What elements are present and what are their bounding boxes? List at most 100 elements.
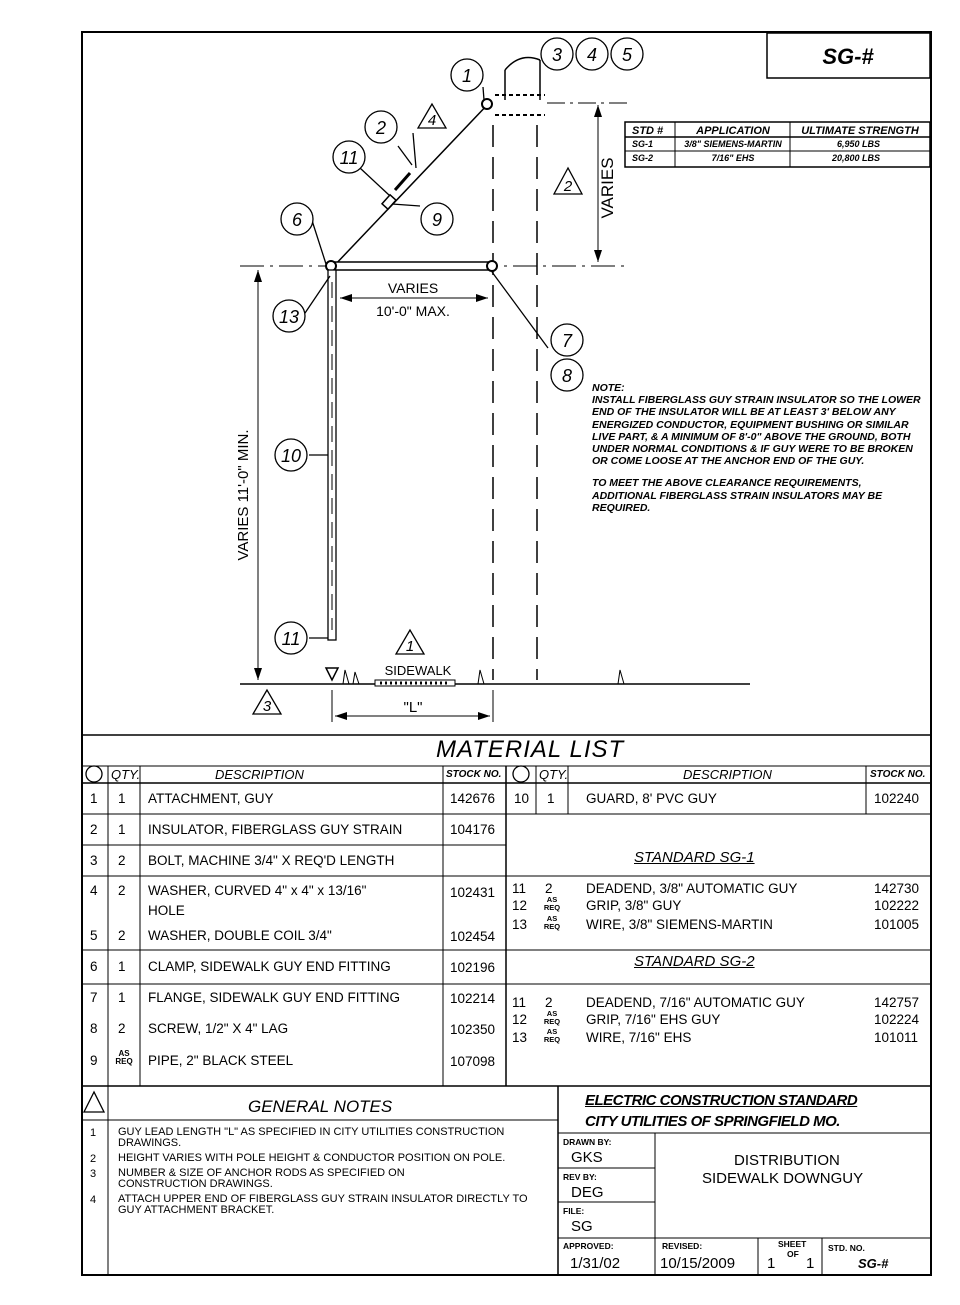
callout-6: 6 — [292, 210, 303, 230]
row-desc: SCREW, 1/2" X 4" LAG — [148, 1021, 289, 1036]
note-no: 3 — [90, 1168, 97, 1180]
arrow — [594, 250, 602, 262]
row-desc: WIRE, 3/8" SIEMENS-MARTIN — [586, 917, 773, 932]
row-qty: 2 — [118, 853, 126, 868]
row-desc: INSULATOR, FIBERGLASS GUY STRAIN — [148, 822, 403, 837]
approved: 1/31/02 — [570, 1255, 621, 1272]
row-stock: 102214 — [450, 991, 496, 1006]
row-desc: ATTACHMENT, GUY — [148, 791, 274, 806]
note-text: HEIGHT VARIES WITH POLE HEIGHT & CONDUCT… — [118, 1152, 506, 1164]
sg2-title: STANDARD SG-2 — [634, 953, 755, 970]
callout-13: 13 — [279, 307, 299, 327]
row-stock: 102240 — [874, 791, 920, 806]
header-stock: STOCK NO. — [446, 769, 502, 780]
rev-by: DEG — [571, 1184, 604, 1201]
header-stock-right: STOCK NO. — [870, 769, 926, 780]
row-desc: FLANGE, SIDEWALK GUY END FITTING — [148, 990, 401, 1005]
callout-7: 7 — [562, 331, 573, 351]
sheet-title: SG-# — [822, 44, 874, 69]
length-label: "L" — [404, 699, 423, 716]
material-list-grid — [81, 734, 930, 1087]
row-qty: 1 — [118, 990, 126, 1005]
callout-9: 9 — [432, 210, 442, 230]
revised: 10/15/2009 — [660, 1255, 736, 1272]
strength-cell: 7/16" EHS — [712, 153, 755, 163]
callout-11b: 11 — [282, 629, 301, 649]
row-no: 2 — [90, 822, 98, 837]
note-no: 4 — [90, 1194, 97, 1206]
std-no-label: STD. NO. — [828, 1243, 865, 1253]
row-qty: AS REQ — [543, 895, 561, 912]
row-qty: 2 — [118, 928, 126, 943]
strength-cell: 3/8" SIEMENS-MARTIN — [684, 139, 782, 149]
dim-varies-vertical: VARIES — [598, 157, 617, 218]
sidewalk-label: SIDEWALK — [385, 663, 452, 678]
row-no: 13 — [512, 917, 528, 932]
row-desc: WIRE, 7/16" EHS — [586, 1030, 692, 1045]
sheet-no: 1 — [767, 1255, 776, 1272]
row-qty: 1 — [118, 959, 126, 974]
row-stock: 102222 — [874, 898, 920, 913]
general-notes-title: GENERAL NOTES — [248, 1097, 393, 1116]
strain-insulator — [393, 172, 412, 191]
row-no: 12 — [512, 1012, 528, 1027]
callout-5: 5 — [622, 45, 633, 65]
row-desc: DEADEND, 3/8" AUTOMATIC GUY — [586, 881, 798, 896]
sheet-label: SHEET — [778, 1239, 807, 1249]
note-para-1: INSTALL FIBERGLASS GUY STRAIN INSULATOR … — [592, 394, 921, 468]
row-stock: 142730 — [874, 881, 920, 896]
header-description: DESCRIPTION — [215, 767, 304, 782]
row-desc: DEADEND, 7/16" AUTOMATIC GUY — [586, 995, 805, 1010]
triangle-callout-2: 2 — [563, 178, 573, 195]
row-qty: 2 — [118, 1021, 126, 1036]
arrow — [340, 294, 352, 302]
row-desc: CLAMP, SIDEWALK GUY END FITTING — [148, 959, 391, 974]
row-desc: BOLT, MACHINE 3/4" X REQ'D LENGTH — [148, 853, 395, 868]
row-stock: 142757 — [874, 995, 920, 1010]
arrow — [594, 105, 602, 117]
arrow — [335, 712, 347, 720]
material-list-title: MATERIAL LIST — [436, 736, 625, 763]
std-no: SG-# — [858, 1256, 889, 1271]
drawn-by: GKS — [571, 1149, 603, 1166]
strength-head-app: APPLICATION — [695, 125, 771, 137]
row-no: 5 — [90, 928, 98, 943]
triangle-callout-1: 1 — [406, 638, 414, 655]
dim-varies-horizontal: VARIES — [388, 280, 438, 296]
callout-4: 4 — [587, 45, 597, 65]
anchor-fitting — [324, 667, 340, 682]
note-no: 1 — [90, 1127, 97, 1139]
row-no: 12 — [512, 898, 528, 913]
arrow — [254, 668, 262, 680]
strength-table: STD # APPLICATION ULTIMATE STRENGTH SG-1… — [624, 121, 931, 168]
title-line-1: ELECTRIC CONSTRUCTION STANDARD — [585, 1092, 858, 1109]
row-qty: AS REQ — [543, 1027, 561, 1044]
row-desc: GUARD, 8' PVC GUY — [586, 791, 717, 806]
note-para-2: TO MEET THE ABOVE CLEARANCE REQUIREMENTS… — [592, 477, 883, 514]
row-stock: 102196 — [450, 960, 496, 975]
row-stock: 101011 — [874, 1030, 919, 1045]
title-box — [766, 32, 931, 79]
triangle-callouts — [251, 102, 584, 715]
revised-label: REVISED: — [662, 1241, 703, 1251]
dim-min-height: VARIES 11'-0" MIN. — [235, 429, 252, 560]
note-text: NUMBER & SIZE OF ANCHOR RODS AS SPECIFIE… — [118, 1167, 405, 1190]
row-no: 8 — [90, 1021, 98, 1036]
row-qty: 2 — [545, 881, 553, 896]
row-qty: 1 — [547, 791, 555, 806]
row-qty: 1 — [118, 822, 126, 837]
row-no: 4 — [90, 883, 98, 898]
drawing-sheet — [81, 31, 932, 1276]
pole — [492, 56, 545, 680]
grass-mark — [477, 669, 625, 685]
row-no: 11 — [512, 995, 527, 1010]
row-qty: AS REQ — [543, 1009, 561, 1026]
row-desc: PIPE, 2" BLACK STEEL — [148, 1053, 294, 1068]
drawn-by-label: DRAWN BY: — [563, 1137, 612, 1147]
row-stock: 104176 — [450, 822, 496, 837]
guy-attachment — [481, 98, 493, 110]
triangle-callout-3: 3 — [263, 698, 272, 715]
row-desc: GRIP, 7/16" EHS GUY — [586, 1012, 721, 1027]
callout-2: 2 — [375, 118, 386, 138]
